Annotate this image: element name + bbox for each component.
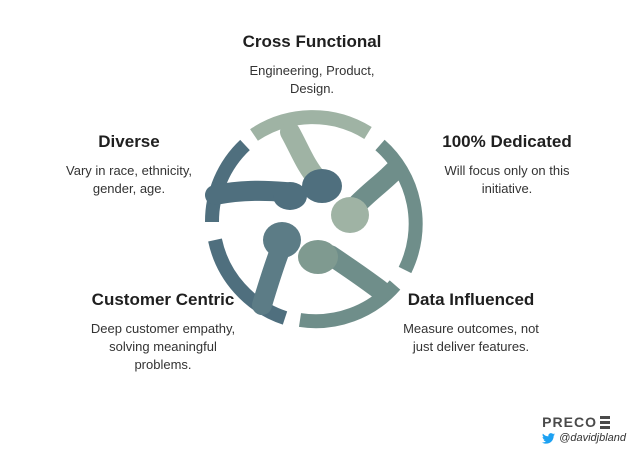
- cross-functional-block: Cross Functional Engineering, Product, D…: [212, 32, 412, 98]
- customer-centric-block: Customer Centric Deep customer empathy, …: [70, 290, 256, 374]
- fist-top: [302, 169, 342, 203]
- dedicated-block: 100% Dedicated Will focus only on this i…: [418, 132, 596, 198]
- ring-arc-right: [375, 139, 423, 274]
- diverse-title: Diverse: [98, 132, 160, 151]
- dedicated-title: 100% Dedicated: [442, 132, 572, 151]
- diverse-desc: Vary in race, ethnicity, gender, age.: [66, 163, 192, 196]
- dedicated-desc: Will focus only on this initiative.: [444, 163, 570, 196]
- customer-centric-desc: Deep customer empathy, solving meaningfu…: [90, 321, 236, 372]
- fist-left: [263, 222, 301, 258]
- data-influenced-title: Data Influenced: [407, 290, 535, 309]
- logo-bars-icon: [599, 415, 610, 429]
- fist-upper-left: [273, 182, 307, 210]
- cross-functional-desc: Engineering, Product, Design.: [249, 63, 375, 96]
- data-influenced-desc: Measure outcomes, not just deliver featu…: [403, 321, 539, 354]
- diverse-block: Diverse Vary in race, ethnicity, gender,…: [40, 132, 218, 198]
- precoil-logo: PRECO: [542, 414, 626, 430]
- ring-arc-bottom-left: [208, 238, 288, 325]
- fist-bottom: [298, 240, 338, 274]
- ring-arc-top: [250, 110, 372, 141]
- data-influenced-block: Data Influenced Measure outcomes, not ju…: [378, 290, 564, 356]
- cross-functional-title: Cross Functional: [242, 32, 382, 51]
- ring-arc-left: [204, 139, 250, 223]
- customer-centric-title: Customer Centric: [91, 290, 235, 309]
- brand-signature: PRECO @davidjbland: [542, 414, 626, 444]
- twitter-handle: @davidjbland: [542, 432, 626, 444]
- twitter-bird-icon: [542, 432, 556, 444]
- fist-right: [331, 197, 369, 233]
